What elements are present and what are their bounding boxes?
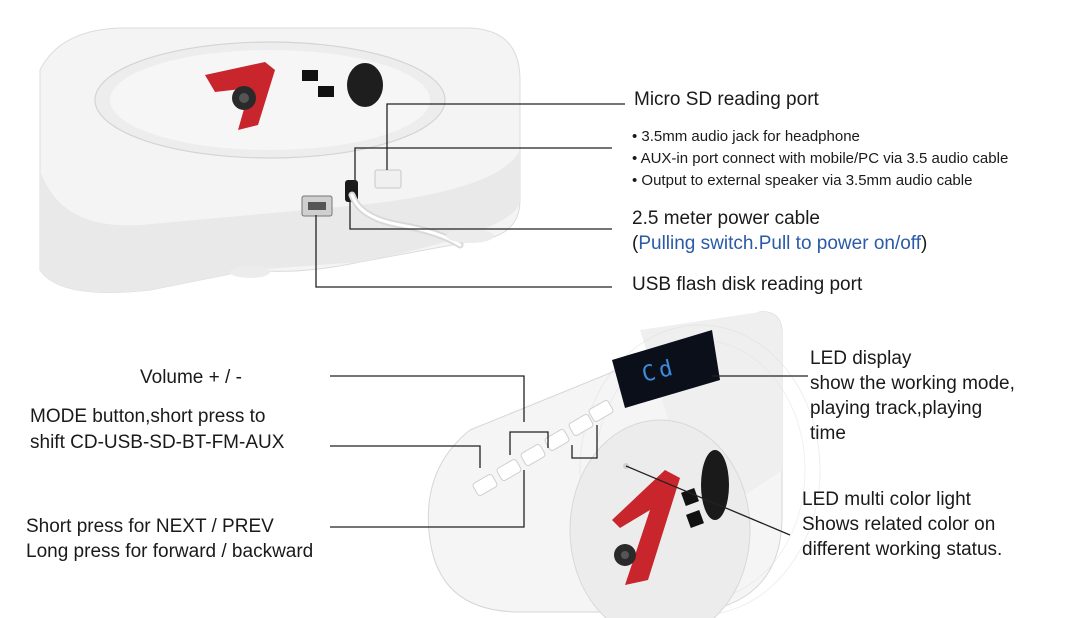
note-text: Pulling switch.Pull to power on/off (638, 233, 922, 254)
led-display-line1: LED display (810, 348, 912, 369)
top-logo (205, 62, 334, 130)
audio-bullet-1: • 3.5mm audio jack for headphone (632, 128, 860, 145)
led-light-line2: Shows related color on (802, 514, 996, 535)
front-logo (612, 470, 704, 585)
next-label-line1: Short press for NEXT / PREV (26, 516, 274, 537)
led-display-panel (612, 330, 720, 408)
led-display-line3: playing track,playing (810, 398, 983, 419)
led-display-line2: show the working mode, (810, 373, 1015, 394)
next-label-line2: Long press for forward / backward (26, 541, 314, 562)
led-light-line3: different working status. (802, 539, 1003, 560)
led-display-line4: time (810, 423, 846, 444)
power-cable-note: (Pulling switch.Pull to power on/off) (632, 232, 927, 256)
mode-label-line1: MODE button,short press to (30, 406, 266, 427)
top-leader-lines (315, 103, 625, 288)
top-device (39, 27, 521, 293)
front-buttons (472, 400, 614, 496)
led-light-line1: LED multi color light (802, 489, 971, 510)
mode-label-line2: shift CD-USB-SD-BT-FM-AUX (30, 432, 285, 453)
audio-bullet-3: • Output to external speaker via 3.5mm a… (632, 172, 973, 189)
note-open-paren: ( (632, 233, 639, 254)
cd-window (347, 63, 383, 107)
audio-bullet-2: • AUX-in port connect with mobile/PC via… (632, 150, 1009, 167)
micro-sd-label: Micro SD reading port (634, 89, 819, 110)
volume-label: Volume + / - (140, 367, 242, 388)
bottom-device (427, 311, 821, 618)
power-cable-label: 2.5 meter power cable (632, 208, 820, 229)
usb-port-label: USB flash disk reading port (632, 274, 863, 295)
note-close-paren: ) (921, 233, 928, 254)
bottom-leader-lines (330, 375, 808, 536)
sd-slot-icon (374, 169, 402, 189)
